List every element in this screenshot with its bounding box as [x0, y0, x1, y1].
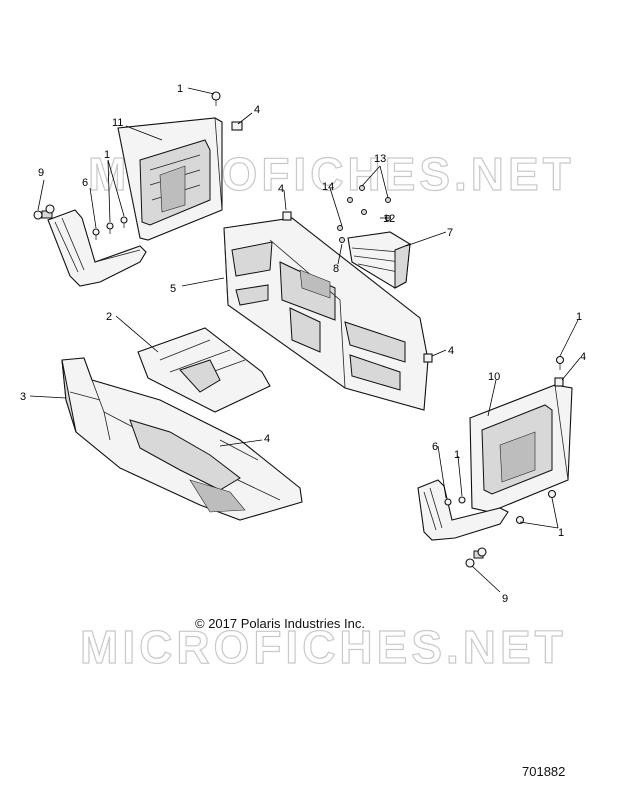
document-number: 701882 — [522, 764, 565, 779]
callout-12: 12 — [383, 213, 395, 225]
part-4-clip-top-left — [231, 121, 243, 131]
leader-lines — [29, 87, 581, 593]
part-10-right-side-panel — [469, 384, 573, 513]
callout-2: 2 — [106, 311, 112, 323]
callout-5: 5 — [170, 283, 176, 295]
callout-3: 3 — [20, 391, 26, 403]
part-4-clip-mid — [282, 211, 433, 363]
callout-7: 7 — [447, 227, 453, 239]
callout-8: 8 — [333, 263, 339, 275]
callout-1: 1 — [558, 527, 564, 539]
callout-1: 1 — [177, 83, 183, 95]
part-9-bolts-left — [33, 204, 55, 220]
part-left-footrest — [47, 209, 147, 287]
callout-1: 1 — [454, 449, 460, 461]
part-4-clip-right — [554, 377, 564, 387]
callout-6: 6 — [432, 441, 438, 453]
copyright-text: © 2017 Polaris Industries Inc. — [195, 616, 365, 631]
callout-9: 9 — [502, 593, 508, 605]
callout-4: 4 — [448, 345, 454, 357]
callout-9: 9 — [38, 167, 44, 179]
part-2-floor-plate — [137, 327, 271, 413]
callout-4: 4 — [580, 351, 586, 363]
part-7-cover — [347, 231, 411, 289]
callout-14: 14 — [322, 181, 334, 193]
callout-4: 4 — [264, 433, 270, 445]
part-3-floor-tub — [61, 357, 303, 521]
callout-4: 4 — [278, 183, 284, 195]
callout-1: 1 — [576, 311, 582, 323]
callout-6: 6 — [82, 177, 88, 189]
watermark-bottom: MICROFICHES.NET — [80, 621, 567, 673]
callout-4: 4 — [254, 104, 260, 116]
part-1-screws-right — [444, 355, 565, 525]
part-1-screws-left — [92, 91, 221, 240]
part-9-bolts-right — [465, 547, 487, 568]
part-5-center-panel — [223, 217, 429, 411]
part-11-left-side-panel — [117, 117, 223, 241]
callouts: 1 4 11 9 6 1 4 13 14 12 7 8 5 2 4 1 4 3 … — [20, 83, 586, 605]
part-fasteners-small — [337, 185, 391, 243]
callout-10: 10 — [488, 371, 500, 383]
part-right-footrest — [417, 479, 509, 541]
callout-13: 13 — [374, 153, 386, 165]
callout-1: 1 — [104, 149, 110, 161]
callout-11: 11 — [112, 117, 123, 129]
